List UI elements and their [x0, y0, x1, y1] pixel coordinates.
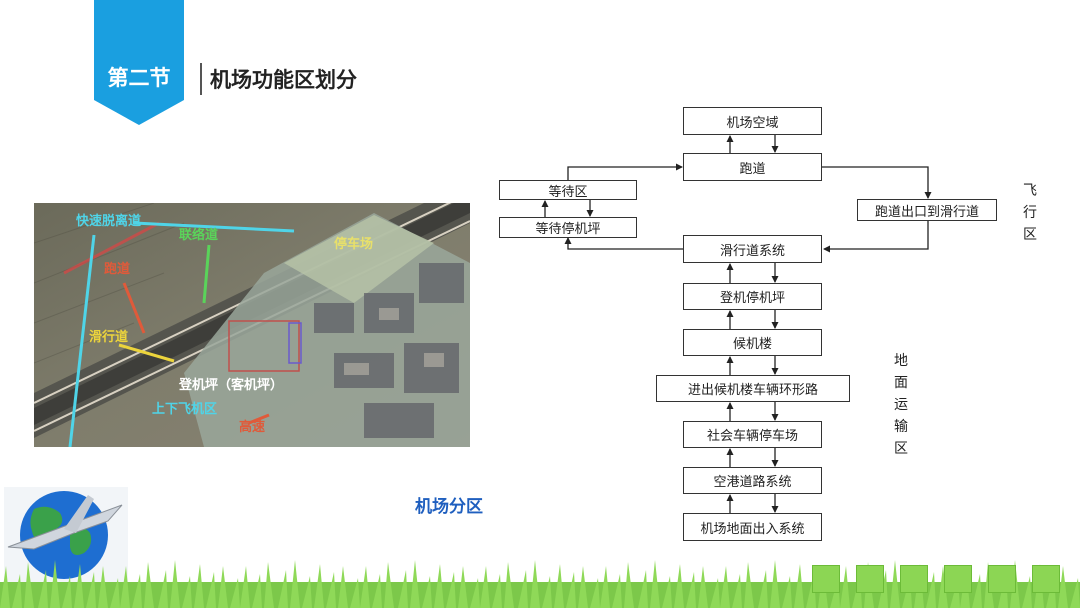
photo-label-dengjiping: 登机坪（客机坪） — [178, 377, 283, 393]
section-label: 第二节 — [107, 66, 171, 90]
photo-label-tingchechang: 停车场 — [334, 236, 373, 252]
box-taxiway-system: 滑行道系统 — [683, 235, 822, 263]
box-terminal-ring-road: 进出候机楼车辆环形路 — [656, 375, 850, 402]
box-ground-access-system: 机场地面出入系统 — [683, 513, 822, 541]
box-public-parking: 社会车辆停车场 — [683, 421, 822, 448]
section-ribbon — [94, 0, 184, 125]
photo-label-paodao: 跑道 — [104, 261, 130, 277]
title-divider — [200, 63, 202, 95]
box-runway: 跑道 — [683, 153, 822, 181]
box-airport-road-system: 空港道路系统 — [683, 467, 822, 494]
page-title: 机场功能区划分 — [210, 68, 357, 92]
photo-label-lianluo: 联络道 — [179, 227, 218, 243]
box-terminal: 候机楼 — [683, 329, 822, 356]
zone-label-airside: 飞行区 — [1023, 183, 1037, 243]
box-holding-area: 等待区 — [499, 180, 637, 200]
box-airspace: 机场空域 — [683, 107, 822, 135]
photo-label-kuaisu: 快速脱离道 — [76, 213, 141, 229]
photo-label-gaoshu: 高速 — [239, 419, 265, 435]
photo-caption: 机场分区 — [415, 497, 483, 517]
box-boarding-apron: 登机停机坪 — [683, 283, 822, 310]
globe-airplane-icon — [4, 487, 128, 582]
airport-aerial-photo: 快速脱离道 联络道 跑道 滑行道 登机坪（客机坪） 上下飞机区 高速 停车场 — [34, 203, 470, 447]
box-runway-exit: 跑道出口到滑行道 — [857, 199, 997, 221]
photo-label-huaxing: 滑行道 — [89, 329, 128, 345]
photo-label-shangxia: 上下飞机区 — [152, 401, 217, 417]
zone-label-ground-transport: 地面运输区 — [894, 353, 908, 457]
decorative-squares — [812, 565, 1062, 595]
box-holding-apron: 等待停机坪 — [499, 217, 637, 238]
